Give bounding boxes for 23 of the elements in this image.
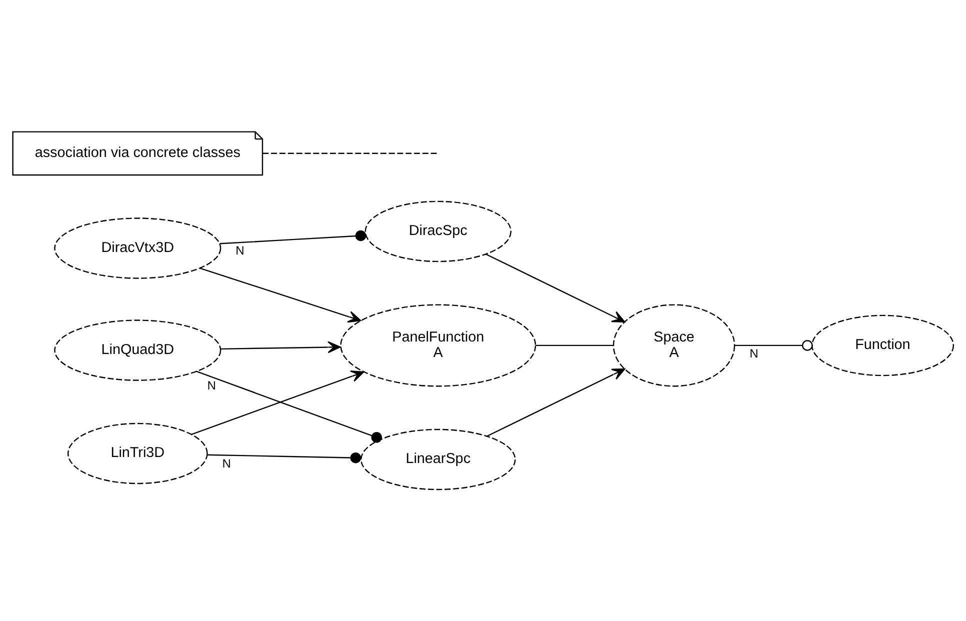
connector bbox=[734, 340, 813, 351]
node-ellipse: DiracVtx3D bbox=[54, 218, 222, 279]
node-ellipse: PanelFunction A bbox=[340, 304, 536, 387]
edge-label: N bbox=[750, 346, 758, 361]
connector bbox=[262, 152, 437, 154]
connector bbox=[207, 452, 362, 464]
node-ellipse: Function bbox=[811, 314, 954, 376]
edge-label: N bbox=[207, 378, 216, 393]
node-ellipse: Space A bbox=[612, 304, 736, 387]
arrow bbox=[486, 368, 626, 437]
connector bbox=[536, 344, 614, 346]
edge-label: N bbox=[222, 456, 231, 470]
node-ellipse: LinQuad3D bbox=[54, 320, 222, 381]
connector bbox=[196, 370, 382, 443]
connector bbox=[220, 230, 366, 244]
node-ellipse: LinTri3D bbox=[67, 422, 208, 484]
arrow bbox=[200, 268, 362, 323]
arrow bbox=[221, 341, 341, 354]
arrow bbox=[486, 254, 626, 323]
node-ellipse: LinearSpc bbox=[360, 428, 516, 490]
node-ellipse: DiracSpc bbox=[364, 200, 512, 262]
arrow bbox=[191, 370, 364, 435]
edge-label: N bbox=[236, 244, 244, 258]
